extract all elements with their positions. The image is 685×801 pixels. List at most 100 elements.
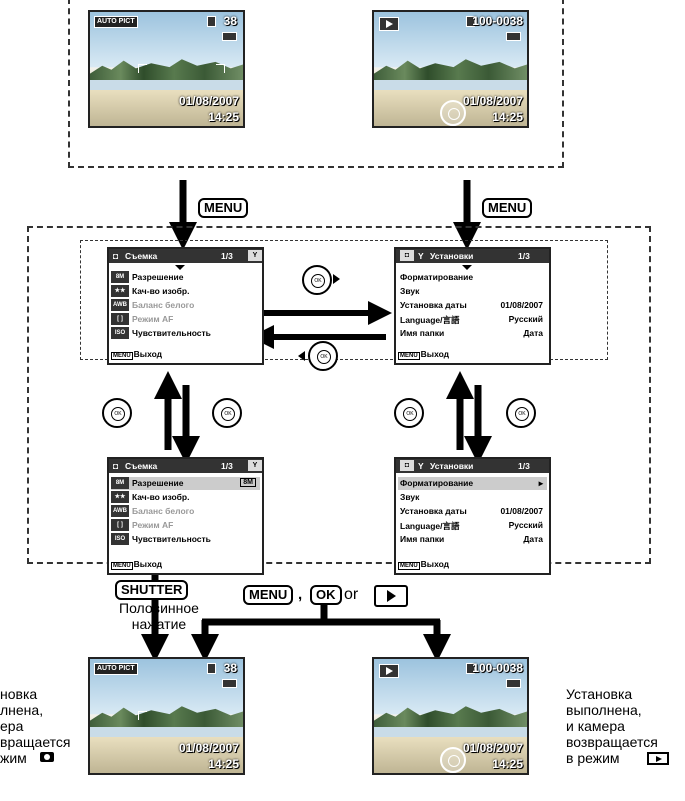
file-number: 100-0038 [472, 14, 523, 28]
menu-row[interactable]: Звук [400, 492, 420, 502]
shutter-button-label: SHUTTER [115, 580, 189, 600]
menu-button-label-left: MENU [198, 198, 249, 218]
right-arrow-icon: ▸ [538, 478, 543, 488]
capture-screen-bottom: AUTO PICT 38 01/08/2007 14:25 [88, 657, 245, 775]
memory-card-icon [466, 16, 475, 27]
battery-icon [222, 679, 237, 688]
menu-row[interactable]: ★★Кач-во изобр. [111, 285, 260, 298]
wrench-icon: Y [418, 251, 424, 261]
time-readout: 14:25 [208, 110, 239, 124]
top-frame [68, 0, 564, 168]
four-way-up-icon [394, 398, 424, 428]
camera-tab-icon[interactable]: ◘ [400, 460, 414, 471]
shots-remaining: 38 [223, 14, 237, 28]
memory-card-icon [466, 663, 475, 674]
wrench-icon: Y [418, 461, 424, 471]
menu-row-selected[interactable]: Форматирование▸ [398, 477, 547, 490]
setup-tab-icon[interactable]: Y [248, 460, 262, 471]
playback-icon [379, 664, 399, 678]
camera-mode-icon [40, 752, 54, 762]
focus-frame-right [216, 64, 225, 73]
setup-menu-page1: ◘ Y Установки 1/3 Форматирование Звук Ус… [394, 247, 551, 365]
auto-pict-badge: AUTO PICT [94, 663, 138, 675]
focus-frame-left [138, 64, 147, 73]
capture-screen-top: AUTO PICT 38 01/08/2007 14:25 [88, 10, 245, 128]
playback-mode-icon [647, 752, 669, 765]
memory-card-icon [207, 663, 216, 674]
four-way-down-icon [506, 398, 536, 428]
time-readout: 14:25 [208, 757, 239, 771]
battery-icon [506, 679, 521, 688]
menu-page: 1/3 [221, 461, 233, 471]
four-way-left-icon [308, 341, 338, 371]
four-way-dial-icon [440, 100, 466, 126]
menu-frame-outer [27, 226, 651, 564]
focus-frame-left [138, 711, 147, 720]
half-press-label: Половинное нажатие [119, 600, 199, 632]
right-triangle-icon [333, 274, 340, 284]
ok-button-label: OK [310, 585, 342, 605]
menu-row[interactable]: Форматирование [400, 272, 474, 282]
or-text: or [344, 586, 359, 603]
memory-card-icon [207, 16, 216, 27]
menu-title: Установки [430, 251, 474, 261]
camera-icon: ◘ [113, 251, 119, 261]
menu-button-label-right: MENU [482, 198, 533, 218]
menu-row[interactable]: Звук [400, 286, 420, 296]
four-way-down-icon [212, 398, 242, 428]
camera-icon: ◘ [113, 461, 119, 471]
comma-text: , [298, 586, 303, 603]
menu-page: 1/3 [221, 251, 233, 261]
four-way-dial-icon [440, 747, 466, 773]
auto-pict-badge: AUTO PICT [94, 16, 138, 28]
left-triangle-icon [298, 351, 305, 361]
date-readout: 01/08/2007 [178, 741, 239, 755]
playback-button-icon [374, 585, 408, 607]
date-readout: 01/08/2007 [462, 741, 523, 755]
caption-right: Установка выполнена, и камера возвращает… [566, 686, 658, 766]
camera-tab-icon[interactable]: ◘ [400, 250, 414, 261]
time-readout: 14:25 [492, 757, 523, 771]
menu-title: Съемка [125, 461, 158, 471]
date-readout: 01/08/2007 [462, 94, 523, 108]
setup-menu-format: ◘ Y Установки 1/3 Форматирование▸ Звук У… [394, 457, 551, 575]
menu-frame-inner [80, 240, 608, 360]
battery-icon [222, 32, 237, 41]
playback-screen-top: 100-0038 01/08/2007 14:25 [372, 10, 529, 128]
playback-icon [379, 17, 399, 31]
four-way-right-icon [302, 265, 332, 295]
menu-row[interactable]: [ ]Режим AF [111, 313, 260, 326]
menu-page: 1/3 [518, 251, 530, 261]
menu-button-label-bottom: MENU [243, 585, 294, 605]
menu-title: Установки [430, 461, 474, 471]
time-readout: 14:25 [492, 110, 523, 124]
menu-row[interactable]: [ ]Режим AF [111, 519, 260, 532]
shots-remaining: 38 [223, 661, 237, 675]
menu-row[interactable]: ★★Кач-во изобр. [111, 491, 260, 504]
caption-left: новка лнена, ера вращается жим [0, 686, 71, 766]
playback-screen-bottom: 100-0038 01/08/2007 14:25 [372, 657, 529, 775]
menu-page: 1/3 [518, 461, 530, 471]
setup-tab-icon[interactable]: Y [248, 250, 262, 261]
four-way-up-icon [102, 398, 132, 428]
menu-title: Съемка [125, 251, 158, 261]
